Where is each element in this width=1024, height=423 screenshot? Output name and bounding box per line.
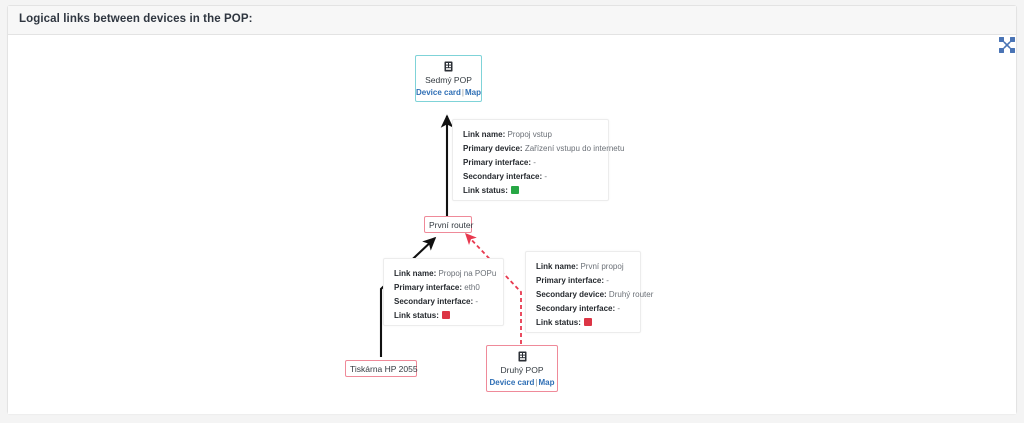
info-value: Zařízení vstupu do internetu <box>522 144 625 153</box>
info-row: Primary device: Zařízení vstupu do inter… <box>463 142 624 156</box>
info-key: Link name: <box>463 130 506 139</box>
node-links: Device card|Map <box>487 377 557 389</box>
info-value: eth0 <box>462 283 480 292</box>
map-link[interactable]: Map <box>538 378 555 387</box>
status-badge <box>510 186 519 194</box>
link-separator: | <box>535 378 538 387</box>
info-key: Primary device: <box>463 144 523 153</box>
node-label: Tiskárna HP 2055 <box>350 364 418 374</box>
node-tiskarna-hp-2055[interactable]: Tiskárna HP 2055 <box>345 360 418 377</box>
info-value: První propoj <box>578 262 624 271</box>
info-row: Secondary interface: - <box>394 295 493 309</box>
info-row: Link name: Propoj na POPu <box>394 267 497 281</box>
status-badge <box>583 318 592 326</box>
node-links: Device card|Map <box>416 87 481 99</box>
map-link[interactable]: Map <box>465 88 481 97</box>
info-key: Secondary interface: <box>394 297 474 306</box>
node-sedmy-pop[interactable]: Sedmý POP Device card|Map <box>415 55 482 102</box>
info-key: Primary interface: <box>463 158 532 167</box>
info-key: Secondary interface: <box>536 304 616 313</box>
node-druhy-pop[interactable]: Druhý POP Device card|Map <box>486 345 558 392</box>
info-key: Link name: <box>536 262 579 271</box>
info-key: Link status: <box>463 186 508 195</box>
page-title: Logical links between devices in the POP… <box>19 13 253 25</box>
info-value: Propoj vstup <box>505 130 552 139</box>
info-row: Primary interface: - <box>536 274 630 288</box>
link-separator: | <box>461 88 464 97</box>
info-value: - <box>473 297 479 306</box>
device-card-link[interactable]: Device card <box>416 88 461 97</box>
info-key: Link status: <box>536 318 581 327</box>
info-row: Link name: Propoj vstup <box>463 128 598 142</box>
info-key: Secondary interface: <box>463 172 543 181</box>
panel-header: Logical links between devices in the POP… <box>8 6 1016 35</box>
info-key: Primary interface: <box>536 276 605 285</box>
status-badge <box>441 311 450 319</box>
server-icon <box>518 351 526 362</box>
info-key: Link status: <box>394 311 439 320</box>
info-row: Secondary interface: - <box>463 170 598 184</box>
info-value: Propoj na POPu <box>436 269 497 278</box>
info-row: Link status: <box>463 184 598 198</box>
node-label: Sedmý POP <box>425 75 472 85</box>
info-row: Link status: <box>394 309 493 323</box>
info-key: Primary interface: <box>394 283 463 292</box>
info-value: - <box>604 276 609 285</box>
info-row: Secondary interface: - <box>536 302 630 316</box>
info-row: Primary interface: - <box>463 156 598 170</box>
info-key: Secondary device: <box>536 290 607 299</box>
info-row: Link status: <box>536 316 630 330</box>
info-row: Link name: První propoj <box>536 260 630 274</box>
info-value: Druhý router <box>606 290 654 299</box>
info-value: - <box>615 304 621 313</box>
info-row: Secondary device: Druhý router <box>536 288 653 302</box>
info-value: - <box>531 158 536 167</box>
info-value: - <box>542 172 548 181</box>
info-row: Primary interface: eth0 <box>394 281 493 295</box>
device-card-link[interactable]: Device card <box>489 378 535 387</box>
server-icon <box>444 61 453 72</box>
expand-arrows-icon[interactable] <box>999 37 1015 53</box>
info-key: Link name: <box>394 269 437 278</box>
node-prvni-router[interactable]: První router <box>424 216 474 233</box>
node-label: Druhý POP <box>500 365 544 375</box>
node-label: První router <box>429 220 474 230</box>
